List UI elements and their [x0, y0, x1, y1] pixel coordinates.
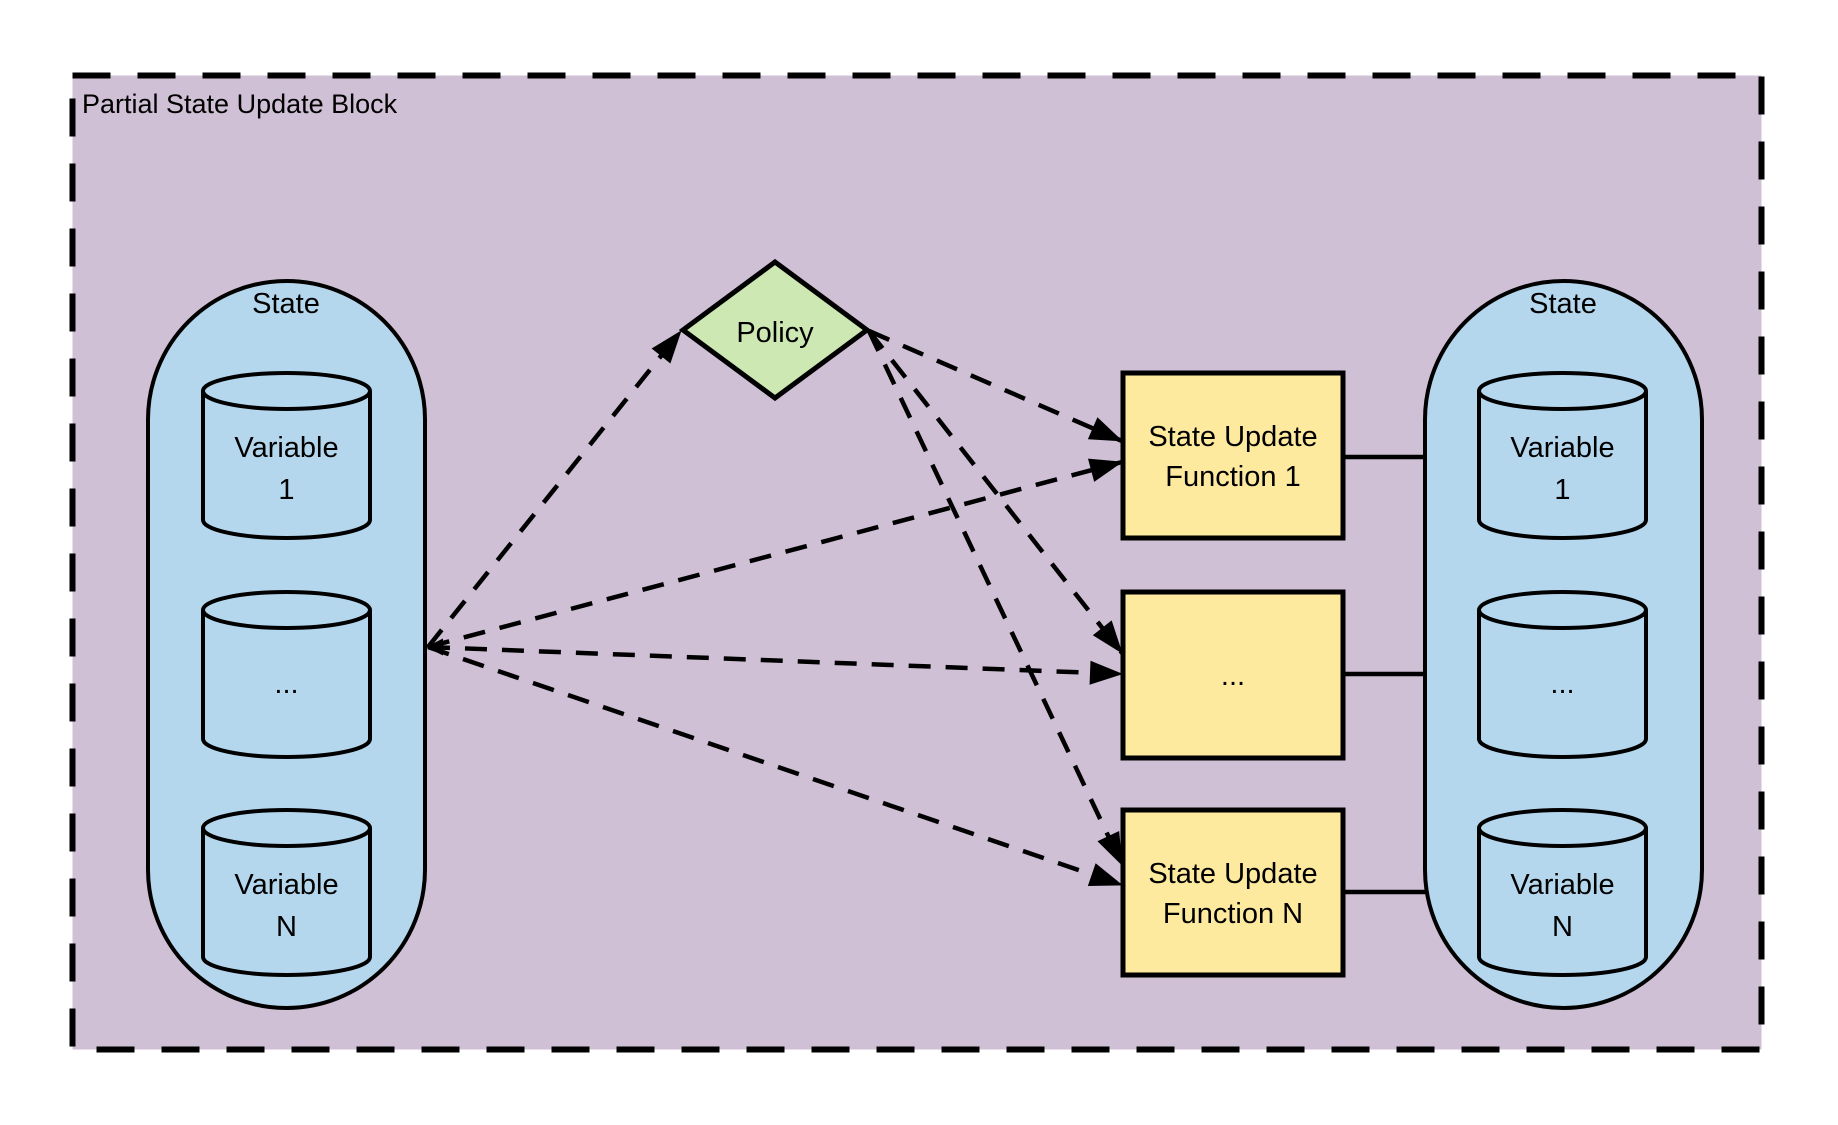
arrow-state-to-function-n: [427, 644, 1123, 888]
right-variable-n-cylinder: Variable N: [1477, 808, 1648, 977]
right-variable-ellipsis-label: ...: [1550, 668, 1574, 700]
left-state-container: State Variable 1 ... Variable N: [146, 279, 427, 1010]
state-update-function-n-label-line2: Function N: [1163, 898, 1303, 930]
left-variable-ellipsis-cylinder: ...: [201, 590, 372, 759]
state-update-function-n-node: State Update Function N: [1120, 807, 1346, 978]
left-variable-1-label-line2: 1: [278, 474, 294, 506]
state-update-function-n-label-line1: State Update: [1148, 858, 1317, 890]
state-update-function-ellipsis-label: ...: [1221, 660, 1245, 692]
right-variable-1-label-line2: 1: [1554, 474, 1570, 506]
fanout-origin-arrowhead: [426, 638, 443, 656]
right-variable-ellipsis-cylinder: ...: [1477, 590, 1648, 759]
arrow-state-to-function-1: [427, 458, 1123, 650]
policy-node: Policy: [678, 258, 872, 402]
dashed-connectors: [426, 328, 1125, 888]
policy-label: Policy: [736, 317, 814, 349]
left-variable-n-label-line1: Variable: [234, 869, 338, 901]
right-state-label: State: [1529, 288, 1597, 320]
state-update-function-1-shape: [1120, 370, 1346, 541]
right-variable-n-label-line2: N: [1552, 911, 1573, 943]
state-update-function-n-shape: [1120, 807, 1346, 978]
state-update-function-ellipsis-shape: [1120, 589, 1346, 761]
arrow-policy-to-function-ellipsis: [867, 329, 1124, 655]
right-variable-1-label-line1: Variable: [1510, 432, 1614, 464]
left-variable-n-label-line2: N: [276, 911, 297, 943]
left-variable-ellipsis-label: ...: [274, 668, 298, 700]
arrow-state-to-policy: [426, 329, 683, 649]
left-variable-n-cylinder: Variable N: [201, 808, 372, 977]
left-variable-1-label-line1: Variable: [234, 432, 338, 464]
right-variable-n-label-line1: Variable: [1510, 869, 1614, 901]
policy-shape: [678, 258, 872, 402]
state-update-function-ellipsis-node: ...: [1120, 589, 1346, 761]
right-variable-1-cylinder: Variable 1: [1477, 371, 1648, 540]
left-variable-1-cylinder: Variable 1: [201, 371, 372, 540]
state-update-function-1-label-line2: Function 1: [1165, 461, 1300, 493]
right-state-container: State Variable 1 ... Variable N: [1423, 279, 1704, 1010]
state-update-function-1-label-line1: State Update: [1148, 421, 1317, 453]
arrow-policy-to-function-1: [868, 328, 1123, 444]
arrow-state-to-function-ellipsis: [427, 644, 1123, 685]
arrow-policy-to-function-n: [866, 330, 1125, 866]
left-state-label: State: [252, 288, 320, 320]
block-title: Partial State Update Block: [82, 89, 398, 119]
state-update-function-1-node: State Update Function 1: [1120, 370, 1346, 541]
